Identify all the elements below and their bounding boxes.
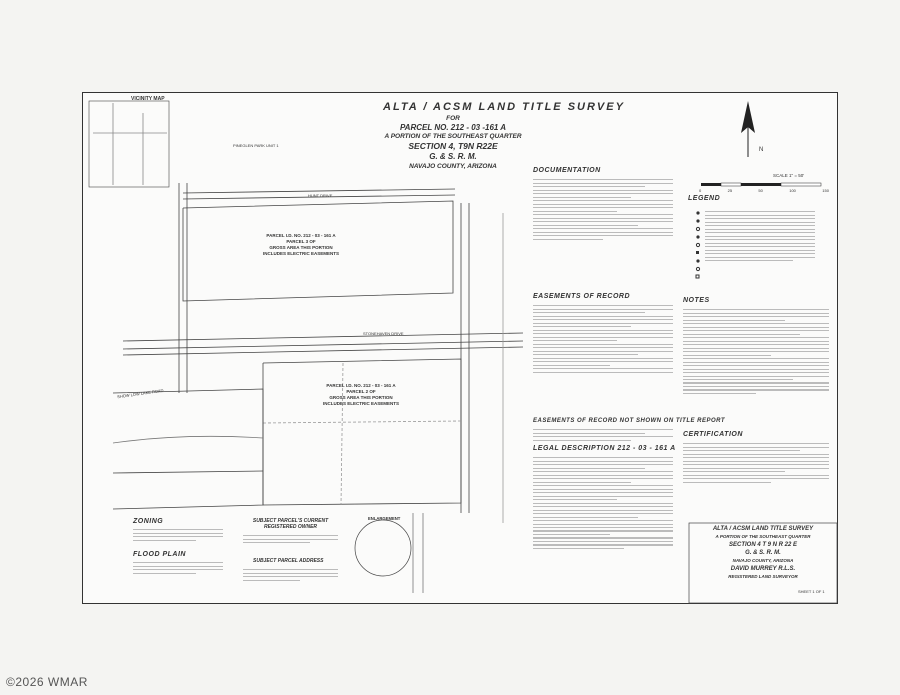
- current-owner-text: [243, 533, 338, 546]
- heading-documentation: DOCUMENTATION: [533, 167, 601, 174]
- flood-plain-text: [133, 560, 223, 576]
- heading-legal-description: LEGAL DESCRIPTION 212 - 03 - 161 A: [533, 445, 676, 452]
- heading-notes: NOTES: [683, 297, 710, 304]
- heading-enlargement: ENLARGEMENT: [368, 516, 401, 521]
- documentation-text: [533, 177, 673, 242]
- sheet-number: SHEET 1 OF 1: [798, 589, 825, 594]
- zoning-text: [133, 527, 223, 543]
- survey-parcel: PARCEL NO. 212 - 03 -161 A: [399, 123, 507, 132]
- survey-meridian: G. & S. R. M.: [429, 152, 477, 161]
- heading-easements-of-record: EASEMENTS OF RECORD: [533, 293, 631, 300]
- heading-parcel-address: SUBJECT PARCEL ADDRESS: [253, 558, 324, 564]
- survey-drawing: [88, 100, 838, 604]
- survey-section: SECTION 4, T9N R22E: [408, 141, 498, 151]
- heading-easements-not-shown: EASEMENTS OF RECORD NOT SHOWN ON TITLE R…: [533, 418, 726, 424]
- vicinity-map-title: VICINITY MAP: [131, 96, 165, 102]
- heading-current-owner: SUBJECT PARCEL'S CURRENT REGISTERED OWNE…: [252, 518, 329, 530]
- survey-sheet: ALTA / ACSM LAND TITLE SURVEY FOR PARCEL…: [82, 92, 838, 604]
- scale-bar: [701, 182, 822, 187]
- parcel-a-label: PARCEL I.D. NO. 212 - 03 - 161 A PARCEL …: [263, 233, 340, 256]
- survey-portion: A PORTION OF THE SOUTHEAST QUARTER: [384, 133, 522, 140]
- north-label: N: [759, 147, 764, 153]
- legend-text: [705, 209, 815, 264]
- heading-flood-plain: FLOOD PLAIN: [133, 551, 186, 558]
- legal-description-text: [533, 455, 673, 551]
- street-stonehaven-drive: STONEHAVEN DRIVE: [363, 331, 404, 336]
- scale-label: SCALE 1" = 50': [773, 173, 805, 178]
- notes-text: [683, 307, 829, 396]
- survey-county: NAVAJO COUNTY, ARIZONA: [409, 163, 497, 170]
- title-block: ALTA / ACSM LAND TITLE SURVEY A PORTION …: [712, 526, 814, 579]
- parcel-b-label: PARCEL I.D. NO. 212 - 03 - 161 A PARCEL …: [323, 383, 400, 406]
- survey-for: FOR: [446, 115, 460, 122]
- heading-certification: CERTIFICATION: [683, 431, 743, 438]
- parcel-address-text: [243, 567, 338, 583]
- north-arrow-icon: [741, 101, 755, 157]
- survey-title: ALTA / ACSM LAND TITLE SURVEY: [383, 101, 625, 113]
- easements-text: [533, 303, 673, 375]
- watermark: ©2026 WMAR: [6, 675, 88, 689]
- easements-not-shown-text: [533, 427, 673, 443]
- heading-zoning: ZONING: [133, 518, 164, 525]
- street-pineglen-park: PINEGLEN PARK UNIT 1: [233, 143, 279, 148]
- street-hunt-drive: HUNT DRIVE: [308, 193, 333, 198]
- heading-legend: LEGEND: [688, 195, 721, 202]
- certification-text: [683, 441, 829, 485]
